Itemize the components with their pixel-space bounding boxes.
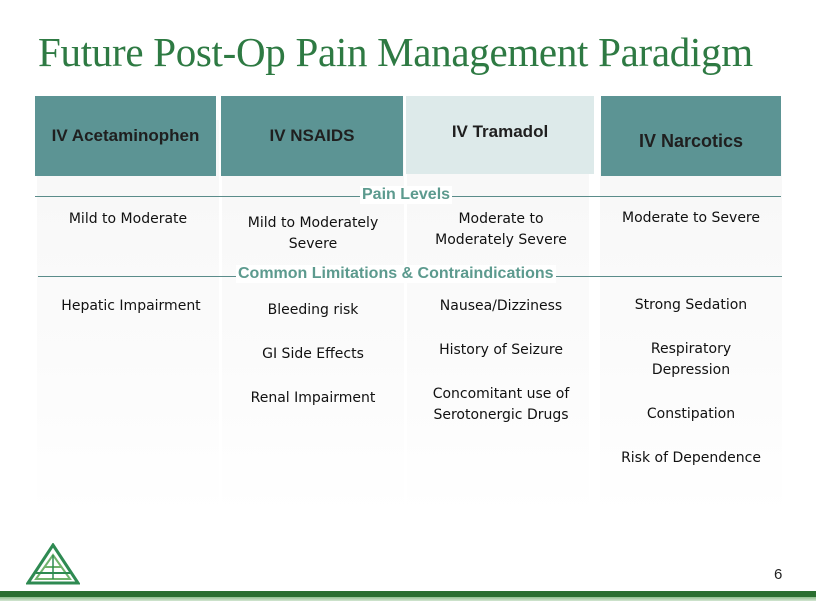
column-background (37, 120, 219, 515)
pain-level-text: Mild to Moderate (68, 211, 188, 227)
pain-level-cell: Moderate to Moderately Severe (410, 209, 592, 251)
limitation-text: Strong Sedation (634, 297, 748, 313)
slide-title: Future Post-Op Pain Management Paradigm (38, 29, 753, 75)
limitation-text: Serotonergic Drugs (433, 407, 569, 423)
pain-level-cell: Mild to Moderately Severe (222, 213, 404, 255)
limitation-text: Depression (651, 362, 731, 378)
pain-level-text: Mild to Moderately (247, 215, 379, 231)
pain-level-text: Moderately Severe (435, 232, 567, 248)
column-background (407, 120, 589, 515)
column-header-tramadol: IV Tramadol (406, 96, 594, 174)
footer-bar (0, 591, 816, 597)
company-logo-icon (26, 543, 80, 585)
limitation-text: GI Side Effects (262, 346, 364, 362)
limitation-text: History of Seizure (439, 342, 563, 358)
limitation-text: Bleeding risk (267, 302, 359, 318)
limitations-cell: Strong Sedation Respiratory Depression C… (600, 295, 782, 469)
pain-levels-label: Pain Levels (360, 186, 453, 204)
limitation-text: Constipation (646, 406, 736, 422)
limitation-text: Renal Impairment (250, 390, 376, 406)
footer-bar-accent (0, 597, 816, 601)
limitations-label: Common Limitations & Contraindications (236, 265, 556, 283)
limitation-text: Nausea/Dizziness (439, 298, 563, 314)
column-header-narcotics: IV Narcotics (601, 96, 781, 176)
limitation-text: Hepatic Impairment (61, 298, 201, 314)
column-header-nsaids: IV NSAIDS (221, 96, 403, 176)
pain-level-text: Severe (288, 236, 338, 252)
pain-level-text: Moderate to (458, 211, 544, 227)
limitations-cell: Bleeding risk GI Side Effects Renal Impa… (222, 300, 404, 409)
limitation-text: Concomitant use of (432, 386, 570, 402)
limitation-text: Risk of Dependence (621, 450, 761, 466)
limitations-cell: Nausea/Dizziness History of Seizure Conc… (410, 296, 592, 426)
page-number: 6 (774, 566, 783, 583)
pain-level-text: Moderate to Severe (622, 210, 760, 226)
column-header-acetaminophen: IV Acetaminophen (35, 96, 216, 176)
pain-level-cell: Moderate to Severe (600, 208, 782, 229)
column-background (600, 120, 782, 515)
pain-level-cell: Mild to Moderate (37, 209, 219, 230)
limitation-text: Respiratory (650, 341, 732, 357)
column-background (222, 120, 404, 515)
limitations-cell: Hepatic Impairment (40, 296, 222, 317)
